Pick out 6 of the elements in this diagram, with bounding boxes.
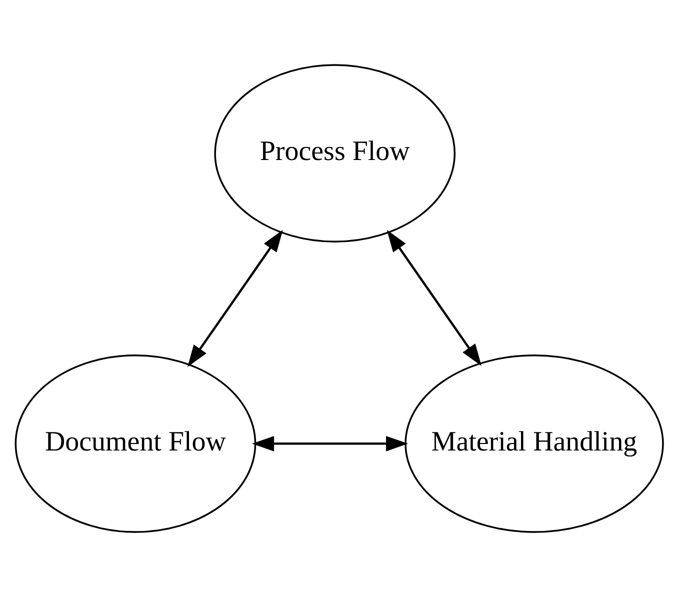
arrow [252, 435, 408, 451]
node-ellipse: Document Flow [14, 354, 256, 532]
node-ellipse: Material Handling [404, 354, 664, 532]
node-ellipse: Process Flow [214, 64, 456, 242]
arrow [386, 229, 482, 366]
arrow [188, 229, 283, 367]
